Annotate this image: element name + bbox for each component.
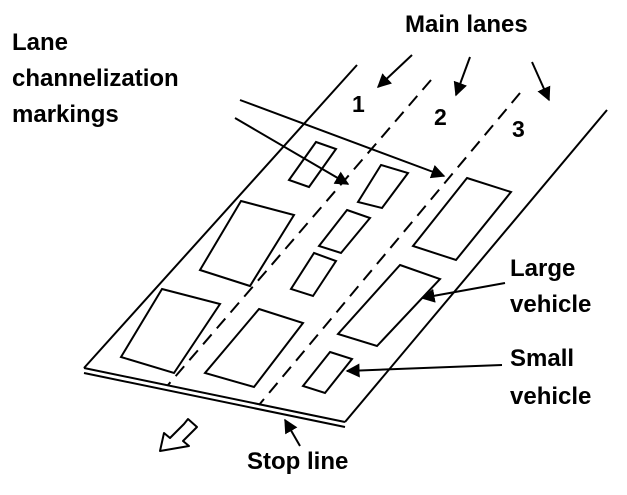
main-lanes-arrow-1	[376, 54, 413, 88]
channelization-label-line-3: markings	[12, 101, 119, 128]
channelization-label-line-1: Lane	[12, 29, 69, 56]
channelization-arrow-1	[234, 117, 350, 185]
lane-number-1: 1	[352, 91, 365, 117]
vehicle-6	[289, 251, 338, 298]
stop-line-inner	[83, 372, 346, 428]
large-vehicle-label-line-1: Large	[510, 255, 576, 282]
lane-divider-1	[167, 79, 432, 386]
channelization-arrow-2	[239, 99, 446, 179]
small-vehicle-arrow	[345, 363, 503, 378]
vehicle-1	[287, 140, 338, 189]
stop-line	[83, 367, 346, 423]
vehicle-3	[317, 208, 372, 255]
vehicle-10	[301, 350, 354, 395]
channelization-label-line-2: channelization	[12, 65, 179, 92]
vehicle-7	[336, 263, 442, 348]
large-vehicle-label-line-2: vehicle	[510, 291, 592, 318]
main-lanes-arrow-3	[531, 61, 551, 102]
main-lanes-label: Main lanes	[405, 11, 528, 38]
stop-line-label: Stop line	[247, 448, 349, 475]
lane-divider-2	[258, 92, 521, 406]
main-lanes-arrow-2	[453, 56, 471, 97]
vehicle-5	[198, 199, 296, 288]
vehicle-9	[203, 307, 305, 389]
vehicle-8	[119, 287, 222, 375]
lane-number-3: 3	[512, 116, 525, 142]
road-left-edge	[83, 64, 358, 369]
lane-number-2: 2	[434, 104, 447, 130]
small-vehicle-label-line-2: vehicle	[510, 383, 592, 410]
vehicle-2	[356, 163, 410, 210]
traffic-direction-arrow-icon	[159, 418, 198, 452]
vehicle-4	[411, 176, 513, 262]
large-vehicle-arrow	[420, 282, 506, 303]
small-vehicle-label-line-1: Small	[510, 345, 575, 372]
stop-line-arrow	[284, 418, 301, 447]
